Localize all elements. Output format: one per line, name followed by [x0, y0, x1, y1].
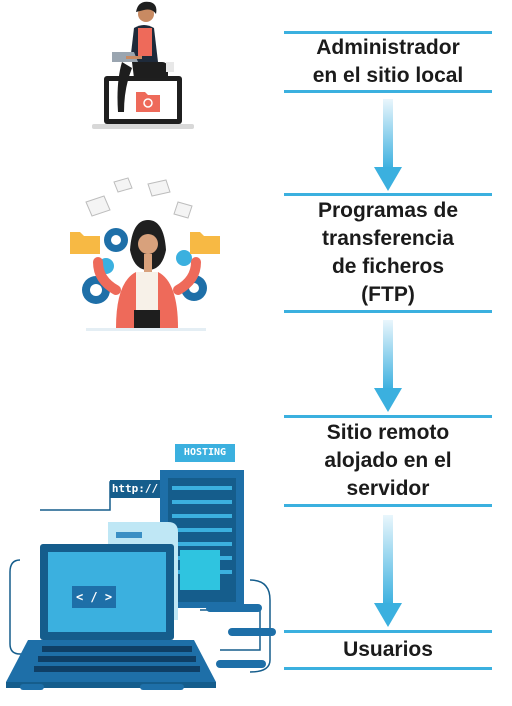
hosting-label: HOSTING — [183, 447, 227, 458]
step-3-line-2: alojado en el — [324, 449, 452, 472]
step-1-line-1: Administrador — [316, 36, 460, 59]
code-label: < / > — [75, 590, 113, 604]
step-4-line-1: Usuarios — [343, 638, 433, 661]
step-2-line-4: (FTP) — [361, 283, 415, 306]
step-3-line-3: servidor — [346, 477, 430, 500]
step-2-line-2: transferencia — [322, 227, 454, 250]
flow-arrow-icon — [374, 515, 402, 627]
step-3-line-1: Sitio remoto — [326, 421, 450, 444]
server-laptop-icon — [6, 444, 276, 690]
step-2-line-1: Programas de — [317, 199, 459, 222]
step-admin-local-site: Administrador en el sitio local — [284, 31, 492, 93]
woman-folders-icon — [70, 177, 220, 331]
flow-arrow-icon — [374, 99, 402, 191]
step-1-line-2: en el sitio local — [312, 64, 464, 87]
step-remote-site-server: Sitio remoto alojado en el servidor — [284, 415, 492, 507]
flow-arrow-icon — [374, 320, 402, 412]
step-users: Usuarios — [284, 630, 492, 670]
http-label: http:// — [111, 482, 159, 495]
step-ftp-programs: Programas de transferencia de ficheros (… — [284, 193, 492, 313]
woman-laptop-icon — [92, 1, 194, 129]
step-2-line-3: de ficheros — [331, 255, 445, 278]
